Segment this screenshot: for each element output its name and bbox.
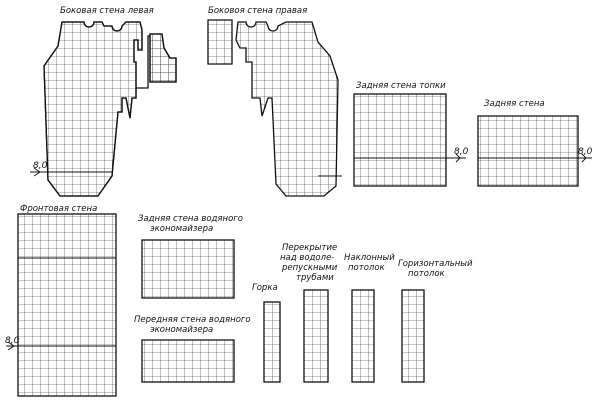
inclined-ceiling-panel [351, 289, 375, 383]
downcomer-cover-panel [303, 289, 329, 383]
front-wall-panel [6, 213, 117, 397]
label-cover-3: репускными [281, 263, 338, 273]
rear-wall-level-arrow [581, 153, 587, 163]
rear-furnace-level-arrow [455, 153, 461, 163]
label-horizontal-2: потолок [408, 269, 446, 279]
right-side-wall-panel [207, 19, 342, 197]
level-mark-rear: 8,0 [578, 147, 593, 157]
hill-panel [263, 301, 281, 383]
rear-furnace-wall-panel [353, 93, 466, 187]
economizer-rear-wall-panel [141, 239, 235, 299]
label-econ-front-2: экономайзера [150, 325, 213, 335]
label-inclined-2: потолок [348, 263, 386, 273]
label-rear: Задняя стена [484, 99, 545, 109]
label-side-right: Боковоя стена правая [208, 6, 307, 16]
level-mark-left: 8,0 [33, 161, 48, 171]
left-wall-level-arrow [33, 167, 41, 177]
label-cover-4: трубами [296, 273, 334, 283]
label-cover-2: над водоле- [280, 253, 334, 263]
label-econ-rear-2: экономайзера [150, 224, 213, 234]
label-inclined-1: Наклонный [344, 253, 395, 263]
label-side-left: Боковая стена левая [60, 6, 154, 16]
label-econ-rear-1: Задняя стена водяного [138, 214, 243, 224]
label-front: Фронтовая стена [20, 204, 97, 214]
label-hill: Горка [252, 283, 278, 293]
level-mark-front: 8,0 [5, 336, 20, 346]
label-horizontal-1: Горизонтальный [398, 259, 473, 269]
front-wall-level-arrow [7, 341, 15, 351]
horizontal-ceiling-panel [401, 289, 425, 383]
label-rear-furnace: Задняя стена топки [356, 81, 446, 91]
economizer-front-wall-panel [141, 339, 235, 383]
left-side-wall-panel [30, 21, 177, 197]
label-cover-1: Перекрытие [282, 243, 337, 253]
rear-wall-panel [477, 115, 592, 187]
label-econ-front-1: Передняя стена водяного [134, 315, 251, 325]
level-mark-rear-furnace: 8,0 [454, 147, 469, 157]
